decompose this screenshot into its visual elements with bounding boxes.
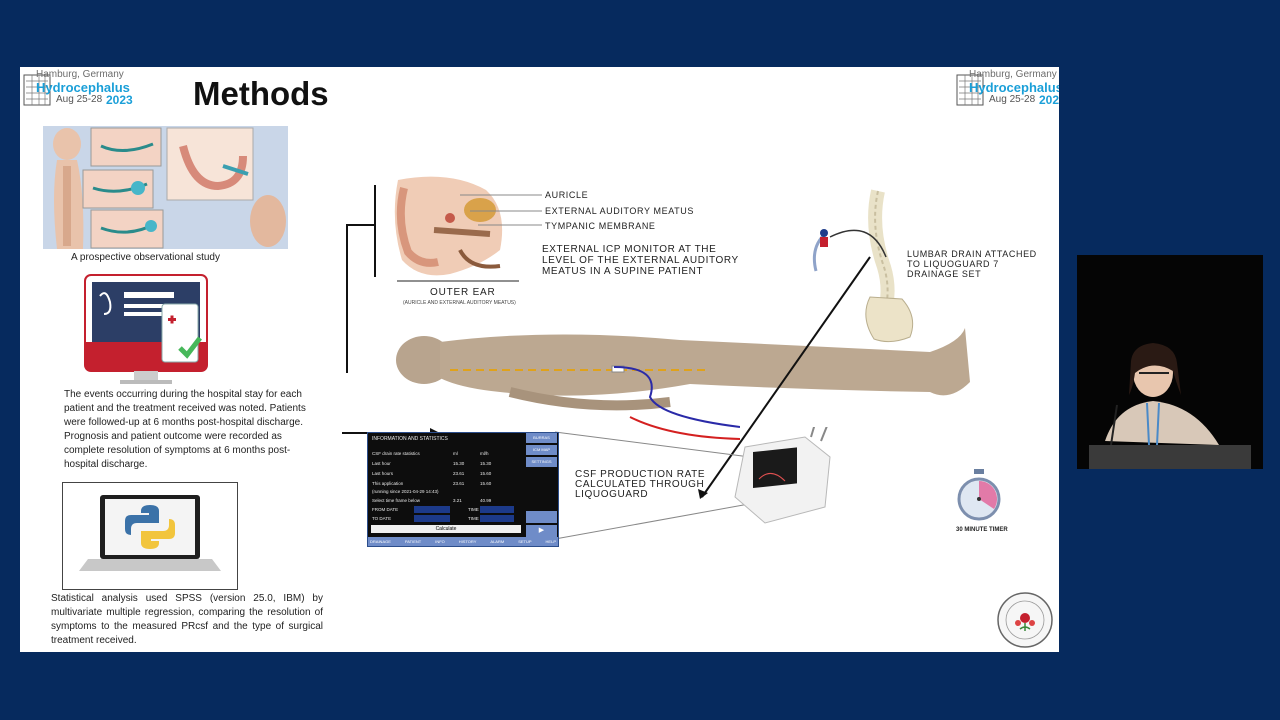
from-date-field[interactable] xyxy=(414,506,450,513)
calculate-button[interactable]: Calculate xyxy=(371,525,521,533)
screen-row-a: ml xyxy=(453,451,458,456)
screen-row: Last hour xyxy=(372,461,391,466)
screen-row-b: 15.30 xyxy=(480,461,492,466)
play-icon-button[interactable]: ▶ xyxy=(526,525,557,537)
auricle-label: AURICLE xyxy=(545,190,589,200)
screen-row: This application xyxy=(372,481,404,486)
drain-tubing-and-arrow xyxy=(613,366,740,440)
screen-row: Select time frame below xyxy=(372,498,421,503)
screen-row: FROM DATE xyxy=(372,507,399,512)
presenter-video-frame xyxy=(1089,343,1251,469)
screen-row-b: 15.60 xyxy=(480,481,492,486)
building-icon xyxy=(956,74,984,106)
conference-logo-right: Hamburg, Germany Hydrocephalus Aug 25-28… xyxy=(955,69,1059,109)
save-icon-button[interactable] xyxy=(526,511,557,523)
tympanic-label: TYMPANIC MEMBRANE xyxy=(545,221,656,231)
screen-row-a: 15.30 xyxy=(453,461,465,466)
screen-row-b: 15.60 xyxy=(480,471,492,476)
tab-history[interactable]: HISTORY xyxy=(458,539,477,544)
screen-row-b: 40.99 xyxy=(480,498,492,503)
stopwatch-icon xyxy=(957,469,1001,521)
conference-logo-left: Hamburg, Germany Hydrocephalus Aug 25-28… xyxy=(22,69,138,109)
medical-records-monitor-icon xyxy=(84,274,208,384)
laptop-figure-frame xyxy=(62,482,238,590)
supine-patient-figure xyxy=(396,328,970,411)
screen-row-a: 23.61 xyxy=(453,471,465,476)
tab-alarm[interactable]: ALARM xyxy=(490,539,505,544)
python-laptop-icon xyxy=(79,495,221,571)
timer-label: 30 MINUTE TIMER xyxy=(956,527,1008,533)
logo-name: Hydrocephalus xyxy=(969,80,1059,95)
presenter-webcam xyxy=(1077,255,1263,469)
from-time-field[interactable] xyxy=(480,506,514,513)
ear-pointer-lines xyxy=(346,185,519,373)
screen-row-b: ml/h xyxy=(480,451,489,456)
tab-drainage[interactable]: DRAINAGE xyxy=(370,539,391,544)
screen-row: (running since 2021-04-29 14:43) xyxy=(372,489,439,494)
screen-row-a: TIME xyxy=(468,507,479,512)
presentation-slide: Hamburg, Germany Hydrocephalus Aug 25-28… xyxy=(20,67,1059,652)
liquoguard-device-figure xyxy=(734,427,831,524)
slide-title: Methods xyxy=(193,75,329,112)
to-date-field[interactable] xyxy=(414,515,450,522)
events-caption: The events occurring during the hospital… xyxy=(64,389,306,470)
logo-year: 2023 xyxy=(106,93,133,107)
screen-header: INFORMATION AND STATISTICS xyxy=(372,436,448,442)
spine-ear-anatomy-figure xyxy=(43,126,288,249)
side-button-settings[interactable]: SETTINGS xyxy=(526,457,557,467)
outer-ear-figure xyxy=(394,176,503,276)
side-button-burras[interactable]: BURRAS xyxy=(526,433,557,443)
lumbar-spine-drain-figure xyxy=(812,189,914,343)
society-seal-icon xyxy=(997,592,1053,648)
lumbar-drain-note: LUMBAR DRAIN ATTACHED TO LIQUOGUARD 7 DR… xyxy=(907,249,1037,279)
outer-ear-subtitle: (AURICLE AND EXTERNAL AUDITORY MEATUS) xyxy=(403,300,516,306)
screen-row-a: TIME xyxy=(468,516,479,521)
csf-rate-note: CSF PRODUCTION RATE CALCULATED THROUGH L… xyxy=(575,469,706,500)
screen-row-a: 23.61 xyxy=(453,481,465,486)
ear-leader-lines xyxy=(460,194,542,226)
screen-row-a: 3.21 xyxy=(453,498,462,503)
screen-row: CSF drain rate statistics xyxy=(372,451,420,456)
logo-dates: Aug 25-28 xyxy=(56,94,103,105)
pointer-arrows xyxy=(342,256,871,540)
logo-dates: Aug 25-28 xyxy=(989,94,1036,105)
logo-city: Hamburg, Germany xyxy=(969,69,1057,80)
screen-row: Last hours xyxy=(372,471,394,476)
tab-help[interactable]: HELP xyxy=(545,539,556,544)
icp-monitor-note: EXTERNAL ICP MONITOR AT THE LEVEL OF THE… xyxy=(542,244,739,277)
logo-year: 2023 xyxy=(1039,93,1059,107)
outer-ear-title: OUTER EAR xyxy=(430,287,496,298)
meatus-label: EXTERNAL AUDITORY MEATUS xyxy=(545,206,694,216)
tab-info[interactable]: INFO xyxy=(435,539,445,544)
stats-caption: Statistical analysis used SPSS (version … xyxy=(51,593,323,646)
screen-tab-bar: DRAINAGE PATIENT INFO HISTORY ALARM SETU… xyxy=(368,537,558,546)
screen-row: TO DATE xyxy=(372,516,392,521)
logo-city: Hamburg, Germany xyxy=(36,69,124,80)
logo-name: Hydrocephalus xyxy=(36,80,130,95)
tab-setup[interactable]: SETUP xyxy=(518,539,532,544)
side-button-icm-map[interactable]: ICM MAP xyxy=(526,445,557,455)
study-caption: A prospective observational study xyxy=(71,252,220,263)
liquoguard-screen: INFORMATION AND STATISTICS CSF drain rat… xyxy=(367,432,559,547)
building-icon xyxy=(23,74,51,106)
to-time-field[interactable] xyxy=(480,515,514,522)
tab-patient[interactable]: PATIENT xyxy=(404,539,422,544)
